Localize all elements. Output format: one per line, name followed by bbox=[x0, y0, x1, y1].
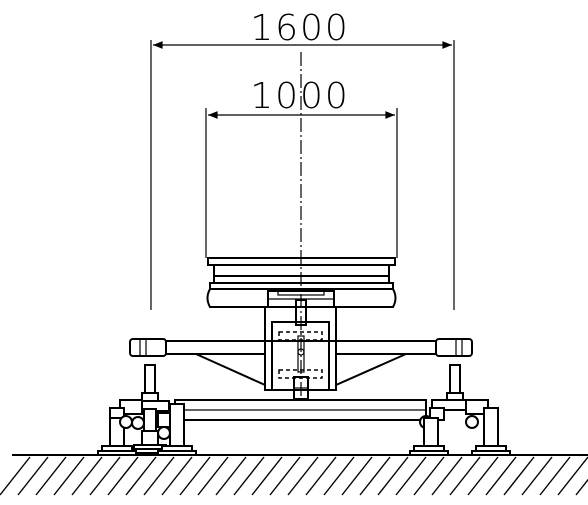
ground-hatch-line bbox=[107, 456, 139, 496]
cross-beam bbox=[129, 338, 473, 387]
dimension-inner: 1000 bbox=[205, 76, 398, 258]
ground-hatch-line bbox=[377, 456, 409, 496]
ground-hatch-line bbox=[485, 456, 517, 496]
dimension-outer: 1600 bbox=[150, 8, 455, 310]
ground-hatch-line bbox=[179, 456, 211, 496]
ground-hatch-line bbox=[53, 456, 85, 496]
ground bbox=[0, 454, 588, 496]
ground-hatch-line bbox=[575, 478, 588, 496]
base-rail bbox=[168, 399, 432, 421]
ground-hatch-line bbox=[503, 456, 535, 496]
inner-width-label: 1000 bbox=[250, 76, 350, 117]
right-legs bbox=[409, 364, 511, 456]
ground-hatch-line bbox=[287, 456, 319, 496]
ground-hatch-line bbox=[359, 456, 391, 496]
ground-hatch-line bbox=[89, 456, 121, 496]
ground-hatch-line bbox=[395, 456, 427, 496]
ground-hatch-line bbox=[521, 456, 553, 496]
ground-hatch-line bbox=[251, 456, 283, 496]
ground-hatch-line bbox=[431, 456, 463, 496]
ground-hatch-line bbox=[557, 456, 588, 496]
ground-hatch-line bbox=[269, 456, 301, 496]
ground-hatch-line bbox=[35, 456, 67, 496]
ground-hatch-line bbox=[0, 456, 31, 496]
outer-width-label: 1600 bbox=[250, 8, 350, 49]
ground-hatch-line bbox=[539, 456, 571, 496]
ground-hatch-line bbox=[125, 456, 157, 496]
ground-hatch-line bbox=[161, 456, 193, 496]
left-legs bbox=[97, 364, 197, 456]
ground-hatch-line bbox=[17, 456, 49, 496]
ground-hatch-line bbox=[71, 456, 103, 496]
ground-hatch-line bbox=[467, 456, 499, 496]
ground-hatch-line bbox=[323, 456, 355, 496]
ground-hatch-line bbox=[215, 456, 247, 496]
ground-hatch-line bbox=[413, 456, 445, 496]
ground-hatch-line bbox=[305, 456, 337, 496]
ground-hatch-line bbox=[449, 456, 481, 496]
ground-hatch-line bbox=[197, 456, 229, 496]
ground-hatch-line bbox=[341, 456, 373, 496]
ground-hatch-line bbox=[143, 456, 175, 496]
ground-hatch-line bbox=[233, 456, 265, 496]
